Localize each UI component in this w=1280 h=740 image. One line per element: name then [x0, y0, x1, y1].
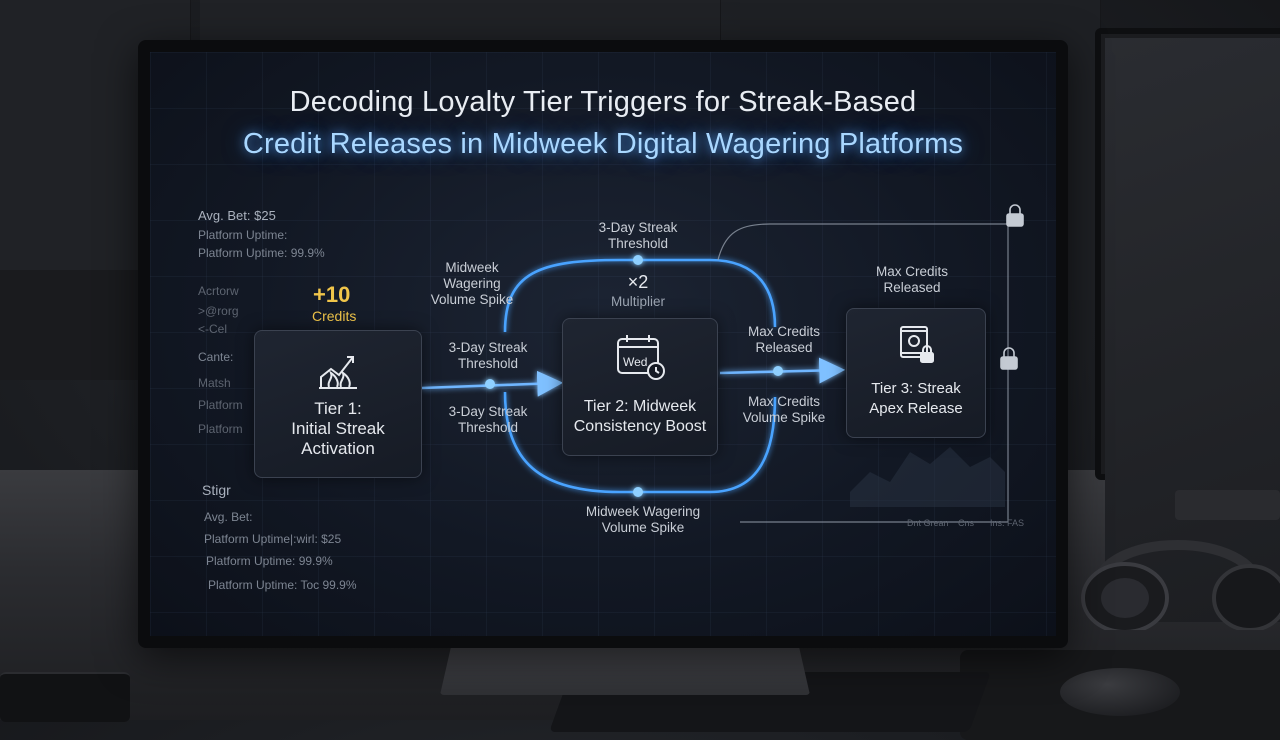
label-bottom-center: Midweek Wagering Volume Spike: [585, 504, 701, 535]
footer-small-3: Ins. FAS: [990, 518, 1025, 528]
tier-1-card: Tier 1: Initial Streak Activation: [254, 330, 422, 478]
flow-connectors: [421, 204, 1024, 523]
side-item-3: <-Cel: [198, 322, 228, 336]
tier-2-card: Wed Tier 2: Midweek Consistency Boost: [562, 318, 718, 456]
avg-bet-row: Avg. Bet: $25: [198, 208, 276, 223]
wall-shelf: [0, 270, 150, 380]
avg-bet-value: $25: [254, 208, 276, 223]
diagram-title-line1: Decoding Loyalty Tier Triggers for Strea…: [289, 86, 917, 118]
secondary-monitor-stand: [1175, 490, 1280, 520]
credits-badge-label: Credits: [312, 308, 357, 324]
label-arrow1-bottom: 3-Day Streak Threshold: [448, 404, 528, 435]
side-item-4: Cante:: [198, 350, 234, 364]
label-top-left: Midweek Wagering Volume Spike: [430, 260, 514, 307]
phone: [0, 672, 130, 722]
credits-badge-value: +10: [313, 282, 351, 307]
side-item-2: >@rorg: [198, 304, 239, 318]
label-right-top: Max Credits Released: [875, 264, 948, 295]
label-arrow1-top: 3-Day Streak Threshold: [448, 340, 528, 371]
label-arrow2-bottom: Max Credits Volume Spike: [742, 394, 826, 425]
calendar-wed-icon: Wed: [617, 335, 665, 380]
scroll-lock-icon: [900, 326, 934, 363]
tier-3-name: Tier 3: Streak Apex Release: [869, 380, 963, 417]
uptime-label: Platform Uptime:: [198, 228, 288, 242]
tier-2-name: Tier 2: Midweek Consistency Boost: [573, 398, 707, 435]
secondary-monitor: [1095, 28, 1280, 622]
tier-3-card: Tier 3: Streak Apex Release: [846, 308, 986, 438]
label-top-center: 3-Day Streak Threshold: [598, 220, 678, 251]
label-arrow2-top: Max Credits Released: [747, 324, 820, 355]
calendar-day-text: Wed: [623, 355, 647, 369]
tier-1-name: Tier 1: Initial Streak Activation: [291, 399, 385, 458]
stats-avg-bet: Avg. Bet:: [204, 510, 253, 524]
side-item-6: Platform: [198, 398, 243, 412]
stats-line-3: Platform Uptime: Toc 99.9%: [208, 578, 357, 592]
side-item-7: Platform: [198, 422, 243, 436]
mouse: [1060, 668, 1180, 716]
stats-line-2: Platform Uptime: 99.9%: [206, 554, 333, 568]
stats-line-1: Platform Uptime|:wirl: $25: [204, 532, 342, 546]
side-item-1: Acrtorw: [198, 284, 239, 298]
uptime-value: Platform Uptime: 99.9%: [198, 246, 325, 260]
monitor-screen: Decoding Loyalty Tier Triggers for Strea…: [150, 52, 1056, 636]
multiplier-label: Multiplier: [610, 294, 665, 309]
stats-heading: Stigr: [202, 482, 231, 498]
diagram-title-line2: Credit Releases in Midweek Digital Wager…: [242, 128, 964, 160]
side-item-5: Matsh: [198, 376, 231, 390]
headphones: [1081, 540, 1280, 630]
growth-chart-flame-icon: [319, 356, 357, 389]
footer-small-1: Dnt Grean: [907, 518, 949, 528]
footer-small-2: Cns: [958, 518, 975, 528]
multiplier-value: ×2: [627, 272, 649, 292]
